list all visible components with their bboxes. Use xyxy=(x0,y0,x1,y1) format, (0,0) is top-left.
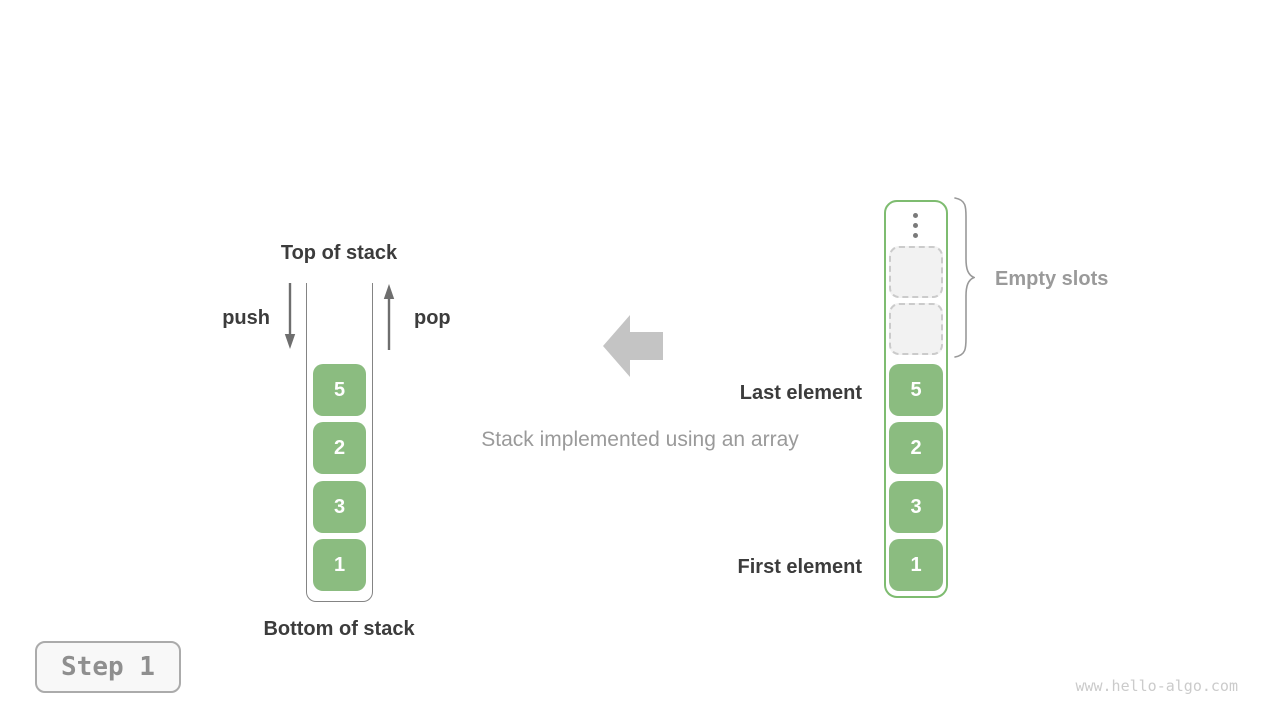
bottom-of-stack-label: Bottom of stack xyxy=(263,618,415,640)
empty-slot xyxy=(889,303,943,355)
stack-item: 1 xyxy=(313,539,366,591)
stack-item: 5 xyxy=(313,364,366,416)
empty-slot xyxy=(889,246,943,298)
array-item: 1 xyxy=(889,539,943,591)
first-element-label: First element xyxy=(737,556,862,578)
empty-slots-label: Empty slots xyxy=(995,268,1109,290)
diagram-caption: Stack implemented using an array xyxy=(481,428,799,451)
ellipsis-dot xyxy=(913,223,918,228)
step-badge: Step 1 xyxy=(35,641,181,693)
stack-item: 3 xyxy=(313,481,366,533)
vertical-ellipsis-icon xyxy=(913,213,918,243)
ellipsis-dot xyxy=(913,213,918,218)
pop-label: pop xyxy=(414,307,451,329)
left-block-arrow-icon xyxy=(603,315,663,377)
last-element-label: Last element xyxy=(739,382,862,404)
top-of-stack-label: Top of stack xyxy=(280,242,398,264)
ellipsis-dot xyxy=(913,233,918,238)
arrow-down-icon xyxy=(284,283,296,349)
array-item: 5 xyxy=(889,364,943,416)
array-item: 2 xyxy=(889,422,943,474)
curly-brace-icon xyxy=(954,197,975,358)
array-item: 3 xyxy=(889,481,943,533)
push-label: push xyxy=(222,307,270,329)
arrow-up-icon xyxy=(383,284,395,350)
stack-item: 2 xyxy=(313,422,366,474)
watermark: www.hello-algo.com xyxy=(1075,677,1238,695)
